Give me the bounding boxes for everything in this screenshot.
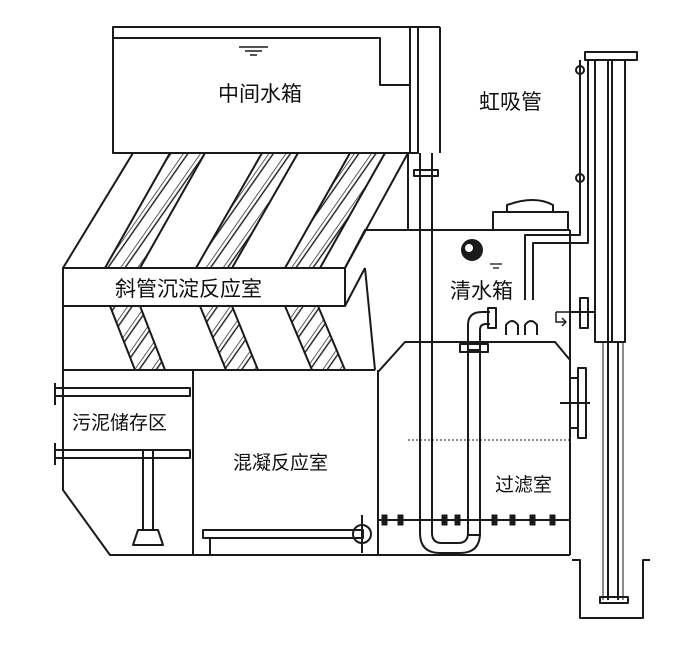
coagulation-drain — [202, 515, 372, 555]
sludge-storage-label: 污泥储存区 — [72, 412, 168, 434]
clear-tank-inner-pipe — [524, 60, 589, 300]
middle-tank-label: 中间水箱 — [218, 82, 302, 106]
clear-water-tank-label: 清水箱 — [450, 279, 513, 303]
sludge-pipes — [54, 383, 191, 546]
outlet-well — [572, 559, 650, 619]
pressure-gauge-icon — [461, 239, 483, 261]
clear-water-level-icon — [490, 263, 502, 269]
water-level-icon — [239, 46, 268, 56]
siphon-pipe-label: 虹吸管 — [479, 90, 542, 114]
siphon-pipe-assembly — [575, 51, 638, 600]
tank-hatch — [492, 199, 569, 231]
inclined-tube-chamber-label: 斜管沉淀反应室 — [115, 277, 262, 301]
coagulation-chamber-label: 混凝反应室 — [233, 452, 329, 474]
siphon-flanges — [560, 297, 595, 439]
inlet-elbow — [459, 307, 497, 353]
flow-arrow-icon — [555, 311, 570, 327]
filter-chamber-label: 过滤室 — [495, 474, 553, 496]
filter-nozzles — [381, 514, 556, 526]
siphon-hoods — [505, 320, 538, 335]
filter-chamber-walls — [377, 230, 571, 556]
lower-tube-bundles — [109, 305, 346, 371]
upper-tube-bundles — [104, 152, 386, 269]
